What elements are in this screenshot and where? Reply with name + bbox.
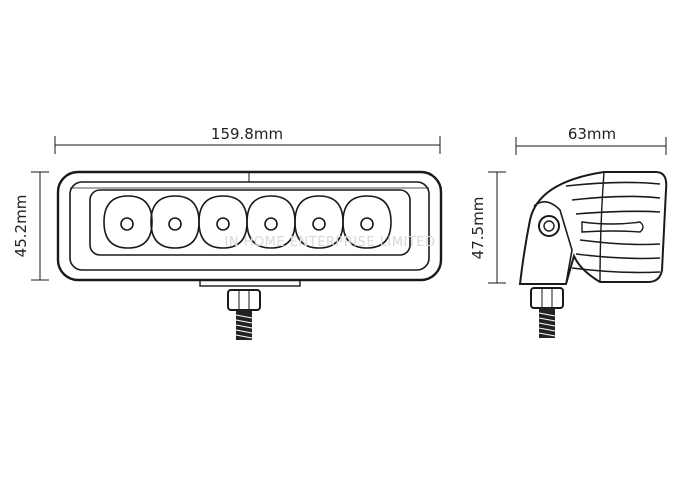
front-bolt-nut [227, 289, 261, 311]
front-height-label: 45.2mm [12, 195, 30, 258]
front-housing-inner [69, 181, 430, 271]
front-width-label: 159.8mm [211, 125, 283, 143]
led-emitter-3 [216, 217, 230, 231]
watermark-text: IN HOME ENTERPRISE LIMITED [225, 235, 436, 250]
led-emitter-1 [120, 217, 134, 231]
led-reflectors [103, 195, 392, 249]
side-bolt-nut [530, 287, 564, 309]
front-width-dimension [54, 136, 441, 154]
front-lens-frame [89, 189, 411, 256]
led-emitter-2 [168, 217, 182, 231]
led-emitter-5 [312, 217, 326, 231]
side-height-label: 47.5mm [469, 197, 487, 260]
front-height-dimension [31, 171, 49, 281]
side-pivot-outer [538, 215, 560, 237]
side-width-label: 63mm [568, 125, 616, 143]
led-reflector-2 [150, 195, 200, 249]
side-view [518, 171, 668, 285]
side-housing-outline [518, 171, 668, 285]
front-view [56, 170, 443, 287]
side-height-dimension [488, 171, 506, 284]
front-mount-bolt [227, 289, 261, 340]
side-mount-bolt [530, 287, 564, 338]
led-reflector-1 [103, 195, 153, 249]
side-mount-bracket [533, 201, 573, 285]
side-cooling-fins [565, 181, 661, 274]
led-emitter-4 [264, 217, 278, 231]
side-center-rib [581, 221, 644, 233]
front-bottom-mount-plate [199, 279, 301, 287]
led-emitter-6 [360, 217, 374, 231]
led-reflector-6 [342, 195, 392, 249]
side-lens-face [599, 171, 605, 283]
side-pivot-inner [543, 220, 555, 232]
side-width-dimension [515, 137, 667, 155]
